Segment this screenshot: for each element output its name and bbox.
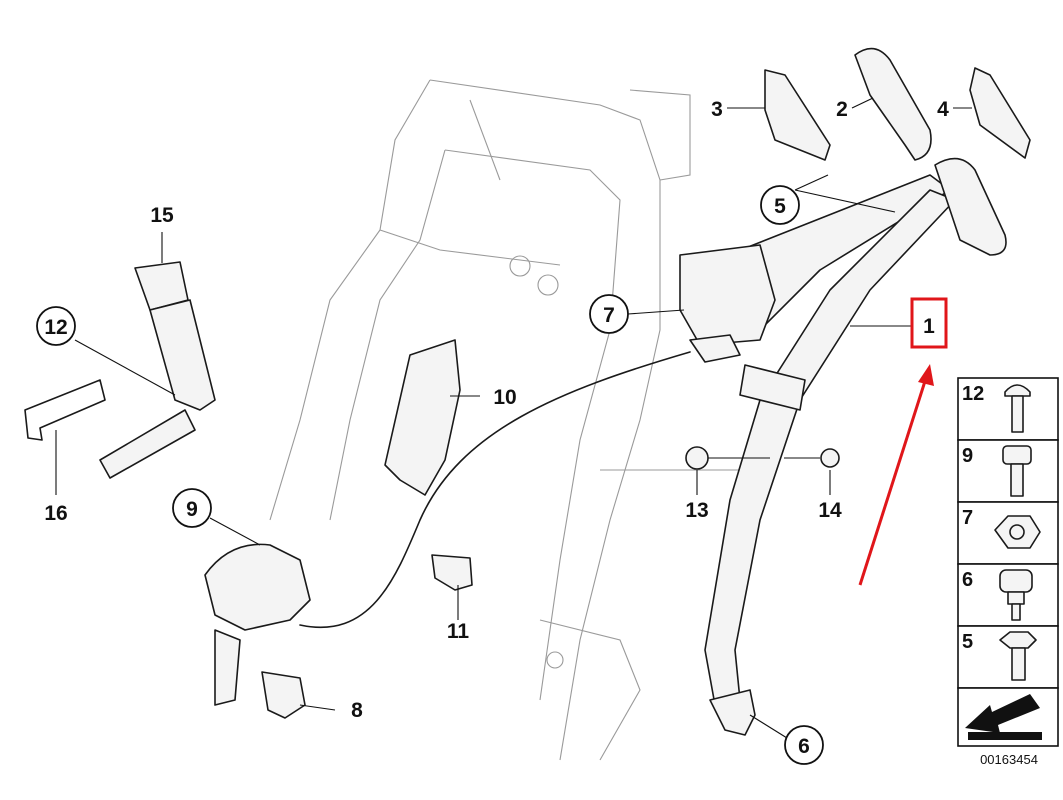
connector-part <box>261 671 306 719</box>
callout-7: 7 <box>603 304 615 327</box>
nut-part <box>820 448 840 468</box>
trim-cover-3 <box>764 69 831 161</box>
callout-5-ring <box>760 185 800 225</box>
direction-arrow-icon <box>965 694 1042 740</box>
callout-5: 5 <box>774 195 786 218</box>
callout-9-ring <box>172 488 212 528</box>
sensor-cable <box>299 351 691 628</box>
callout-7-ring <box>589 294 629 334</box>
bracket-part <box>384 339 461 496</box>
hex-nut-icon <box>994 515 1041 549</box>
trim-cover-2 <box>854 47 932 161</box>
callout-6: 6 <box>798 735 810 758</box>
plug-part <box>685 446 709 470</box>
fastener-legend: 12 9 7 6 5 <box>957 377 1059 747</box>
torx-button-head-bolt-icon <box>1004 384 1031 433</box>
legend-label-9: 9 <box>962 445 973 467</box>
callout-1: 1 <box>923 315 935 338</box>
callout-13: 13 <box>685 499 708 522</box>
tensioner-module <box>204 543 311 706</box>
callout-1-highlight-box <box>910 297 948 349</box>
retractor-assembly <box>679 244 776 363</box>
legend-label-5: 5 <box>962 631 973 653</box>
callout-9: 9 <box>186 498 198 521</box>
callout-2: 2 <box>836 98 848 121</box>
leader-lines <box>55 97 972 739</box>
diagram-reference-number: 00163454 <box>980 752 1038 767</box>
small-bracket-part <box>24 379 106 441</box>
torx-bolt-icon <box>1002 445 1032 497</box>
callout-12: 12 <box>44 316 67 339</box>
legend-label-6: 6 <box>962 569 973 591</box>
callout-14: 14 <box>818 499 842 522</box>
callout-6-ring <box>784 725 824 765</box>
torx-shoulder-bolt-icon <box>999 569 1033 621</box>
legend-label-12: 12 <box>962 383 984 405</box>
callout-8: 8 <box>351 699 363 722</box>
callout-4: 4 <box>937 98 949 121</box>
callout-labels: 1 2 3 4 5 6 7 8 9 10 11 12 13 14 15 16 <box>36 98 949 765</box>
clip-part <box>431 554 473 591</box>
callout-12-ring <box>36 306 76 346</box>
callout-3: 3 <box>711 98 723 121</box>
highlight-arrow-icon <box>858 364 934 586</box>
callout-15: 15 <box>150 204 174 227</box>
callout-11: 11 <box>447 620 470 643</box>
legend-label-7: 7 <box>962 507 973 529</box>
trim-cover-4 <box>969 67 1031 159</box>
callout-10: 10 <box>493 386 516 409</box>
buckle-assembly <box>99 261 216 479</box>
hex-bolt-icon <box>999 631 1037 681</box>
callout-16: 16 <box>44 502 67 525</box>
